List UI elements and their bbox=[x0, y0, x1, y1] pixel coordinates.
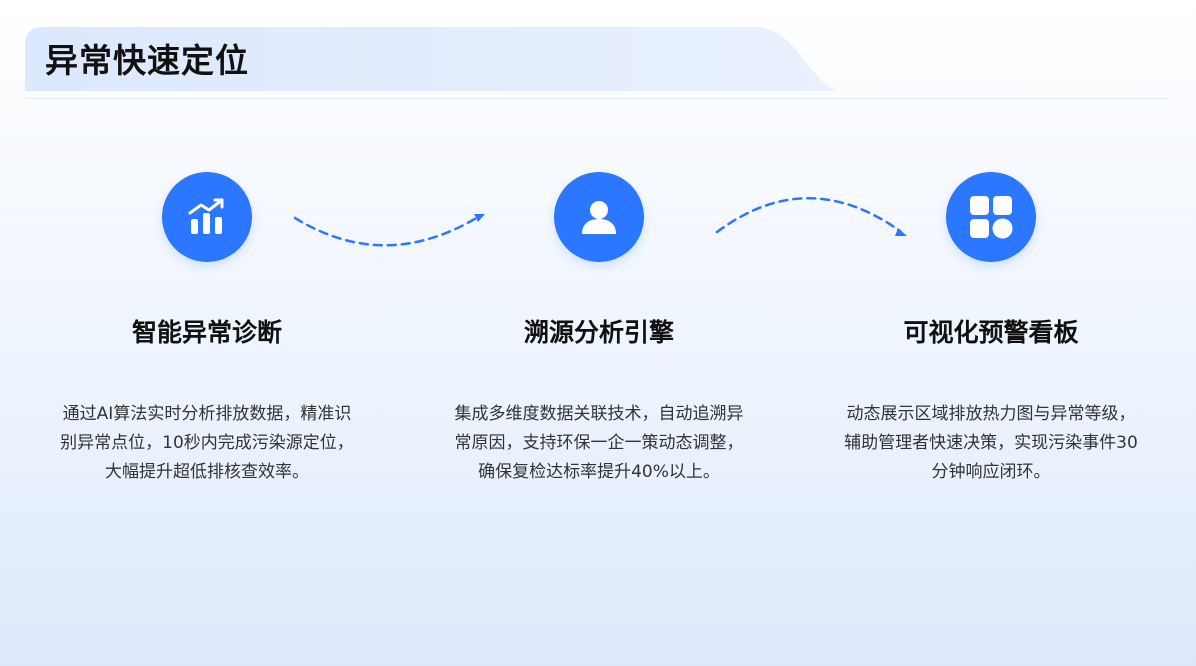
step-warning-dashboard: 可视化预警看板 动态展示区域排放热力图与异常等级，辅助管理者快速决策，实现污染事… bbox=[831, 172, 1151, 487]
section-header: 异常快速定位 bbox=[25, 27, 837, 91]
header-band bbox=[25, 27, 837, 91]
header-divider bbox=[25, 98, 1168, 99]
chart-trend-icon bbox=[188, 198, 224, 234]
step-description: 集成多维度数据关联技术，自动追溯异常原因，支持环保一企一策动态调整，确保复检达标… bbox=[454, 404, 744, 482]
step-description: 动态展示区域排放热力图与异常等级，辅助管理者快速决策，实现污染事件30分钟响应闭… bbox=[844, 404, 1138, 482]
step-title: 智能异常诊断 bbox=[131, 318, 282, 347]
dashed-arrow-2 bbox=[715, 197, 907, 236]
step-icon-circle bbox=[554, 172, 644, 262]
step-anomaly-diagnosis: 智能异常诊断 通过AI算法实时分析排放数据，精准识别异常点位，10秒内完成污染源… bbox=[47, 172, 367, 487]
apps-grid-icon bbox=[970, 196, 1013, 239]
step-icon-circle bbox=[162, 172, 252, 262]
page-title: 异常快速定位 bbox=[45, 41, 249, 80]
user-icon bbox=[582, 201, 616, 234]
step-description: 通过AI算法实时分析排放数据，精准识别异常点位，10秒内完成污染源定位，大幅提升… bbox=[60, 404, 354, 482]
step-source-analysis: 溯源分析引擎 集成多维度数据关联技术，自动追溯异常原因，支持环保一企一策动态调整… bbox=[439, 172, 759, 487]
dashed-arrow-1 bbox=[293, 214, 485, 247]
step-icon-circle bbox=[946, 172, 1036, 262]
step-title: 可视化预警看板 bbox=[903, 318, 1079, 347]
step-title: 溯源分析引擎 bbox=[523, 318, 674, 347]
